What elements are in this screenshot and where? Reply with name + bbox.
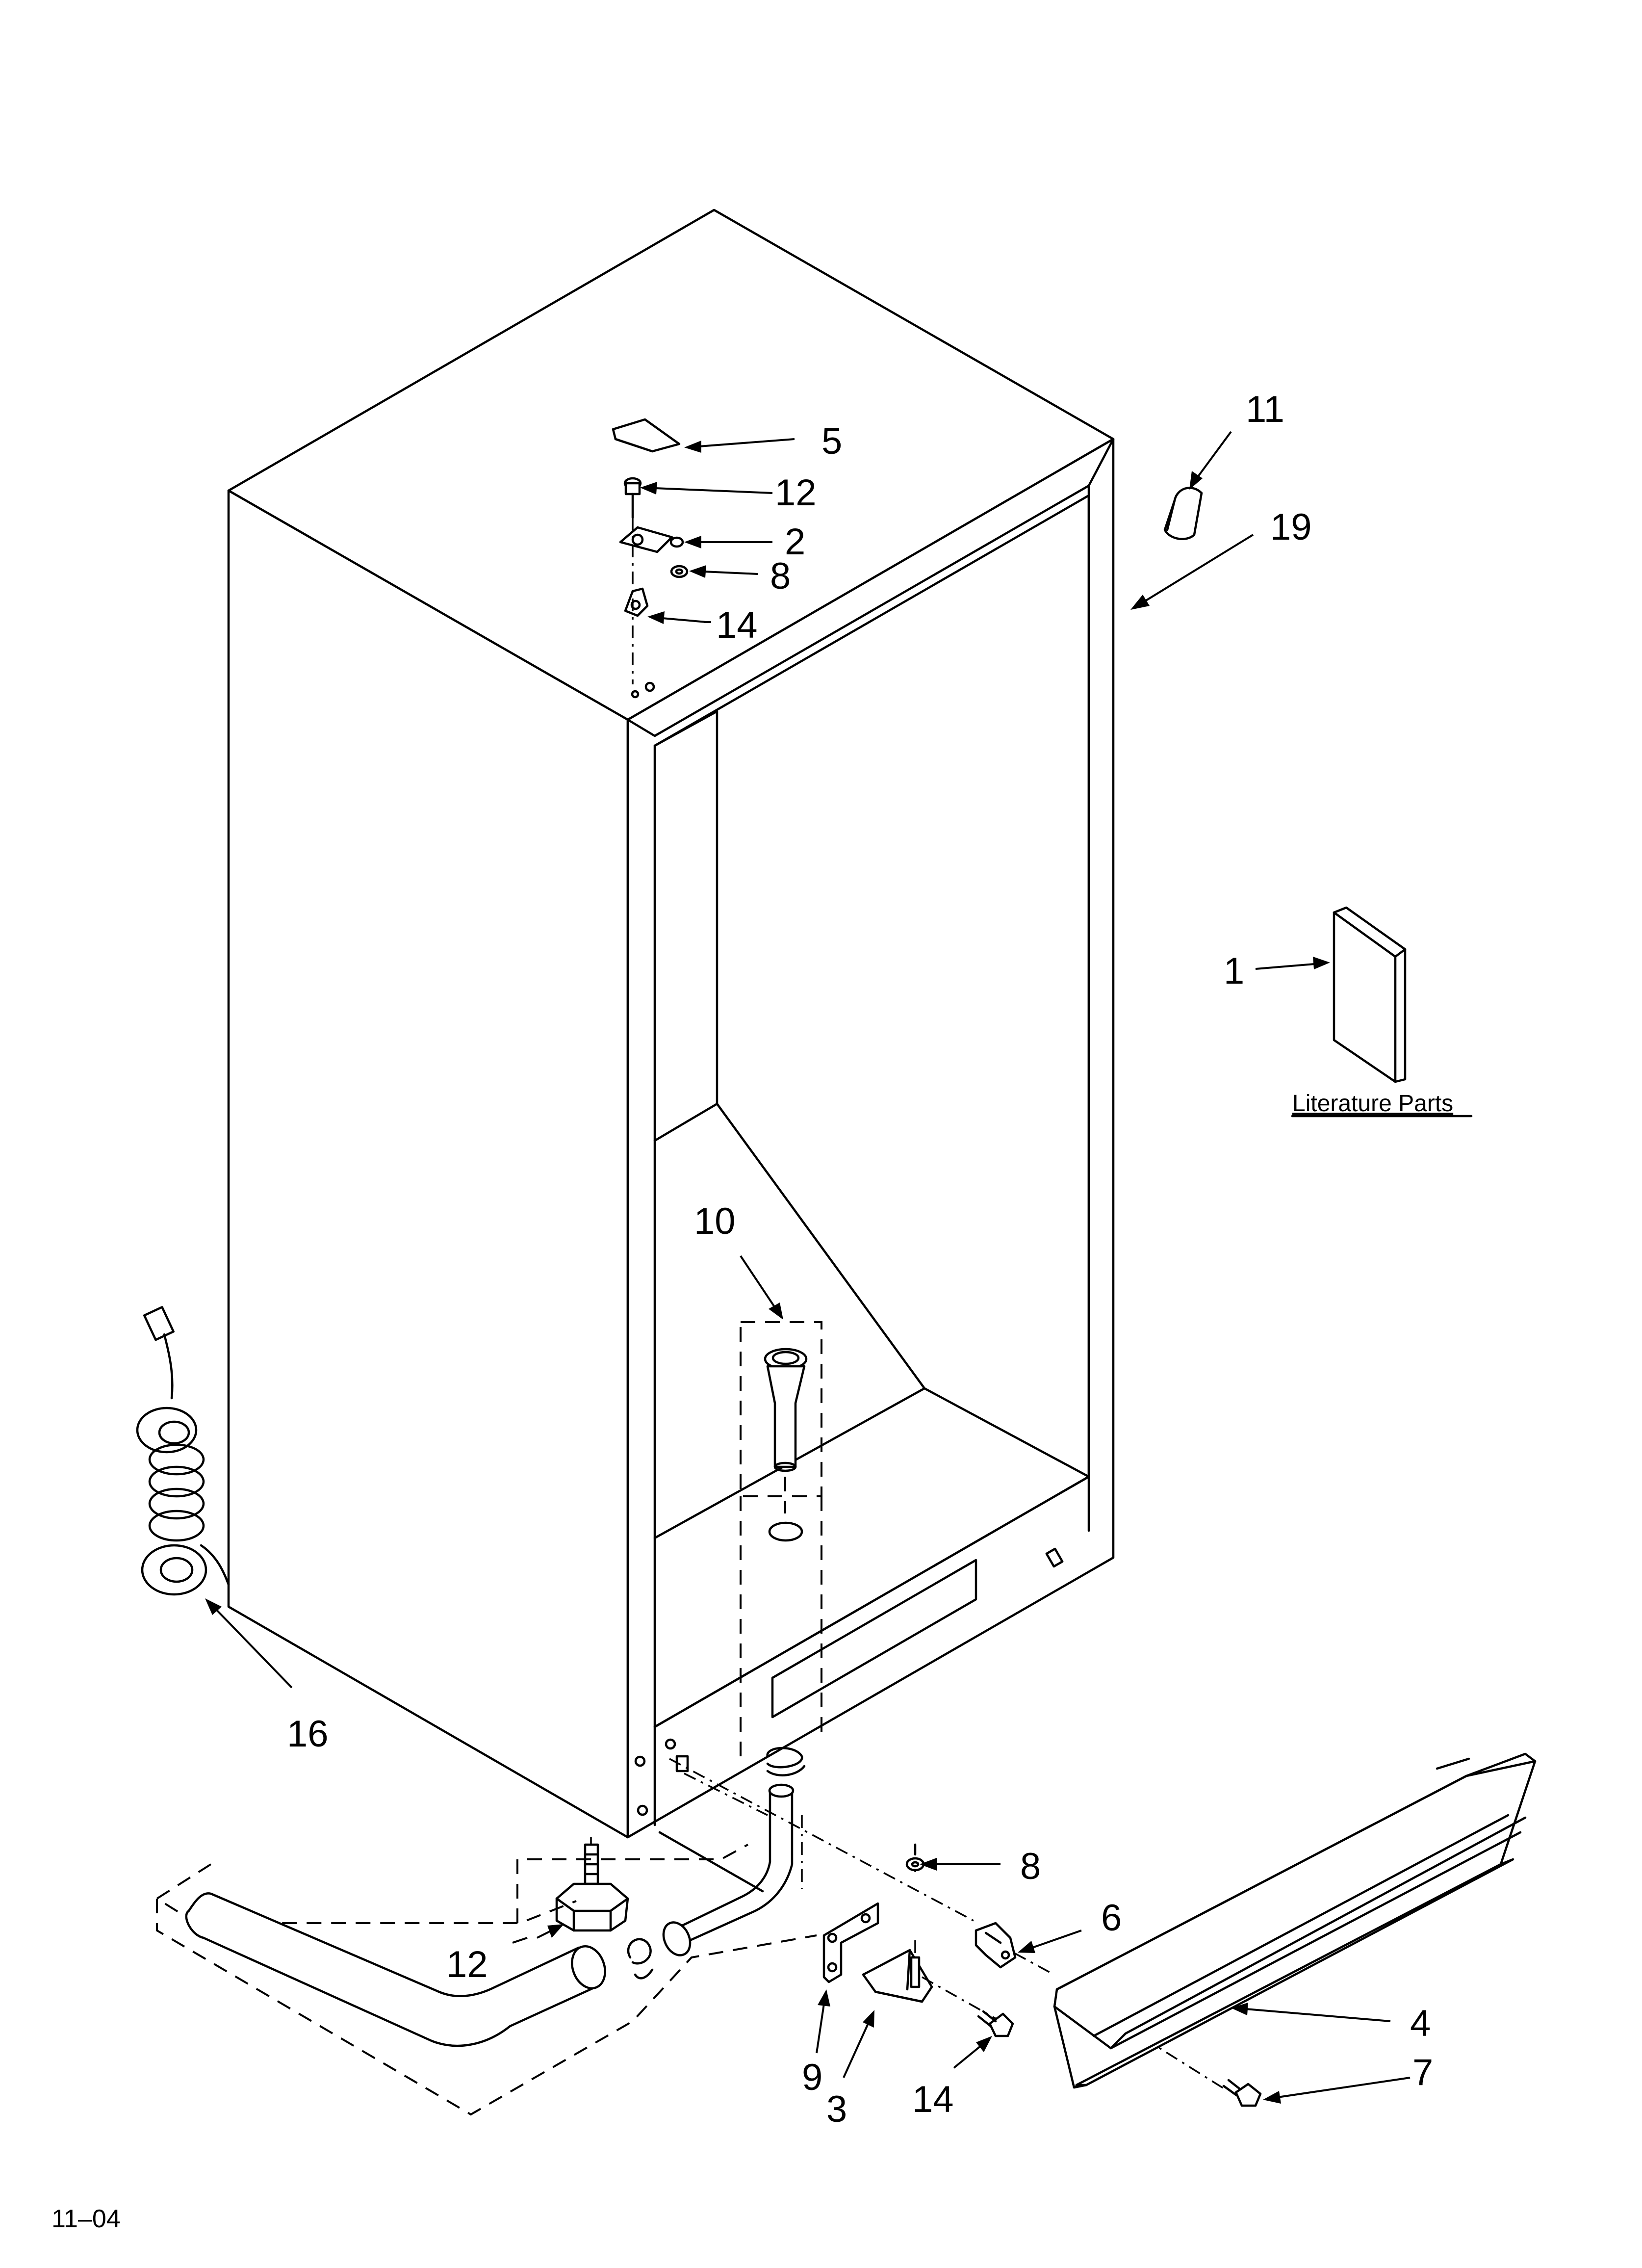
hinge-cover-part: [612, 418, 681, 453]
callout-1: 1: [1224, 950, 1244, 992]
callout-8-top: 8: [770, 555, 791, 597]
leader-arrows: [205, 431, 1411, 2104]
callout-6: 6: [1101, 1897, 1122, 1939]
revision-code: 11–04: [51, 2205, 121, 2233]
callout-7: 7: [1412, 2052, 1433, 2093]
top-clip-part: [1163, 487, 1203, 540]
callout-3: 3: [826, 2088, 847, 2130]
drain-hose-assembly: [155, 1747, 817, 2116]
callout-14-lower: 14: [912, 2079, 954, 2120]
callout-15: 14: [716, 604, 758, 646]
callout-9: 9: [802, 2057, 822, 2098]
callout-8-lower: 8: [1020, 1846, 1041, 1887]
callout-14-top: 12: [775, 472, 817, 514]
literature-booklet: [1333, 906, 1407, 1083]
leveling-leg-part: [555, 1837, 629, 1932]
callout-12: 12: [446, 1944, 488, 1985]
callout-labels: 5 12 2 8 14 11 19 1 10 16 12 8 6 4 7 9 3…: [287, 389, 1433, 2130]
callout-4: 4: [1410, 2003, 1431, 2044]
callout-10: 10: [694, 1200, 736, 1242]
literature-parts-caption: Literature Parts: [1292, 1091, 1453, 1117]
callout-2: 2: [785, 521, 805, 563]
power-cord-part: [136, 1306, 230, 1596]
drain-tube-part: [740, 1321, 822, 1756]
callout-5: 5: [821, 420, 842, 462]
base-grille-part: [1053, 1752, 1537, 2089]
lower-fasteners: [905, 1843, 1262, 2107]
callout-19: 19: [1270, 506, 1312, 548]
callout-16: 16: [287, 1713, 329, 1755]
callout-11: 11: [1246, 389, 1284, 430]
drain-bracket-parts: [822, 1859, 933, 2003]
cabinet: [227, 209, 1115, 1839]
top-hinge-assembly: [619, 477, 689, 684]
